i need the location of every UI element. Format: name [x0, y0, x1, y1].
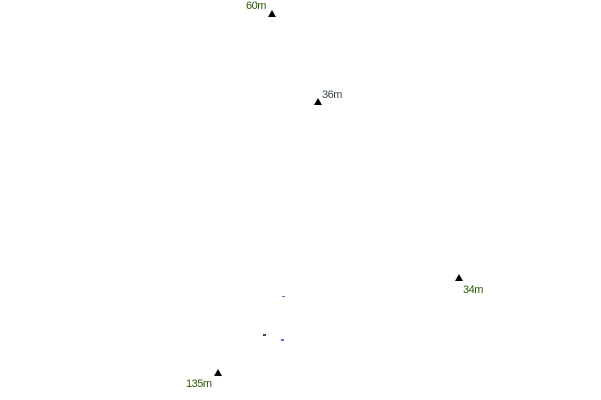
map-point-icon — [281, 339, 284, 341]
map-point-icon — [263, 334, 266, 336]
peak-marker-icon[interactable] — [314, 98, 322, 105]
peak-marker-icon[interactable] — [455, 274, 463, 281]
peak-elevation-label: 34m — [463, 284, 483, 296]
peak-marker-icon[interactable] — [268, 10, 276, 17]
peak-elevation-label: 36m — [322, 89, 342, 101]
map-point-icon — [282, 296, 285, 297]
peak-marker-icon[interactable] — [214, 369, 222, 376]
peak-elevation-label: 60m — [246, 0, 266, 12]
peak-elevation-label: 135m — [186, 378, 212, 390]
